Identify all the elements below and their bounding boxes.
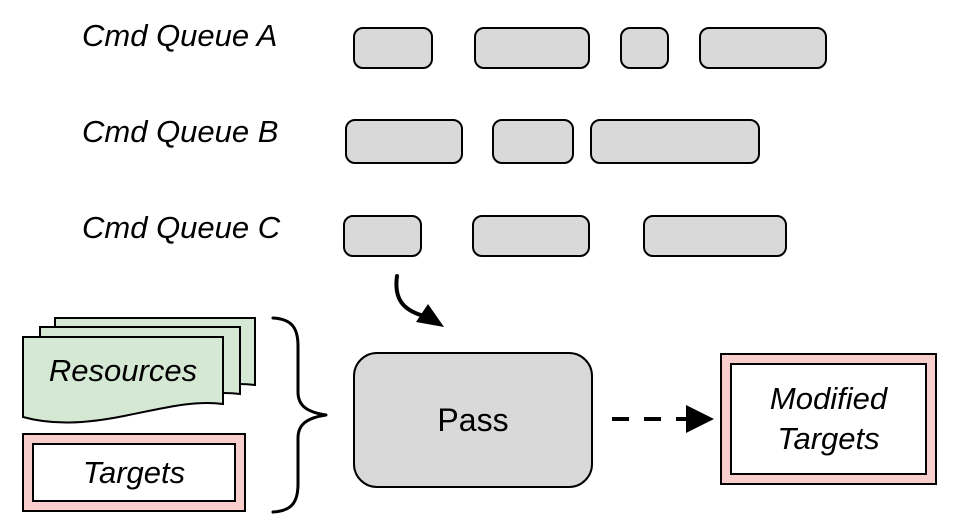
modified-targets-label-line1: Modified xyxy=(769,381,888,416)
queue-block xyxy=(590,119,760,164)
modified-targets-inner-box: Modified Targets xyxy=(730,363,927,475)
curly-brace xyxy=(271,316,328,514)
dashed-arrow-head-icon xyxy=(686,405,714,433)
queue-label: Cmd Queue A xyxy=(82,18,278,53)
targets-label: Targets xyxy=(82,454,186,490)
resources-label: Resources xyxy=(48,353,198,388)
queue-block xyxy=(492,119,574,164)
queue-block xyxy=(345,119,463,164)
curved-arrow xyxy=(394,274,444,327)
document-icon-front xyxy=(22,336,224,424)
pass-label: Pass xyxy=(437,401,509,438)
modified-targets-box: Modified Targets xyxy=(720,353,937,485)
dashed-arrow xyxy=(612,405,714,433)
pass-node: Pass xyxy=(353,352,593,488)
queue-block xyxy=(472,215,590,257)
queue-block xyxy=(353,27,433,69)
modified-targets-label-line2: Targets xyxy=(777,421,880,456)
queue-block xyxy=(343,215,422,257)
queue-label: Cmd Queue B xyxy=(82,114,279,149)
queue-block xyxy=(699,27,827,69)
curved-arrow-head-icon xyxy=(416,304,444,327)
targets-inner-box: Targets xyxy=(32,443,236,502)
queue-block xyxy=(620,27,669,69)
queue-block xyxy=(643,215,787,257)
queue-label: Cmd Queue C xyxy=(82,210,281,245)
queue-block xyxy=(474,27,590,69)
targets-box: Targets xyxy=(22,433,246,512)
